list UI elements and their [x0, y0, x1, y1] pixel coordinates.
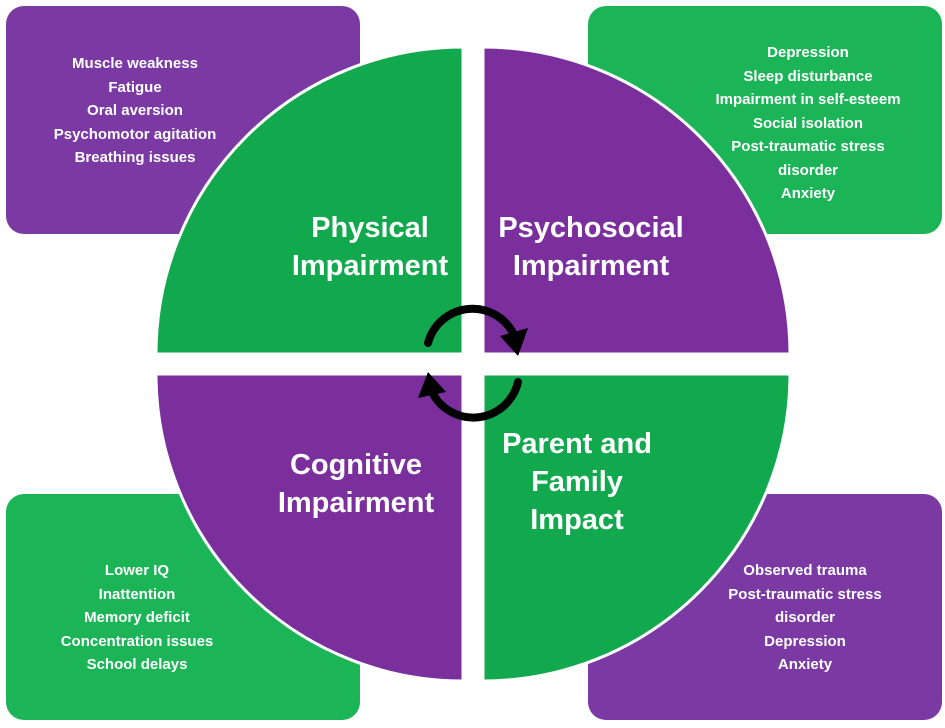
cycle-arrows-icon: [418, 304, 528, 422]
symptom-item: Social isolation: [752, 114, 864, 132]
quadrant-label-line: Impact: [530, 504, 624, 536]
symptom-item: disorder: [777, 161, 838, 179]
cognitive-quadrant: [154, 372, 465, 683]
quadrant-label-line: Impairment: [291, 250, 449, 282]
symptom-item: disorder: [774, 609, 835, 626]
quadrant-label-line: Family: [531, 466, 623, 498]
quadrant-label-line: Cognitive: [289, 449, 423, 481]
parent-family-impact-label: Parent and Family Impact: [457, 425, 697, 539]
symptom-item: Depression: [767, 44, 849, 61]
psychosocial-impairment-label: Psychosocial Impairment: [471, 209, 711, 285]
symptom-item: Lower IQ: [104, 562, 170, 579]
symptom-item: Breathing issues: [74, 149, 196, 166]
cognitive-impairment-label: Cognitive Impairment: [236, 446, 476, 522]
symptom-item: Fatigue: [108, 78, 162, 96]
symptom-item: Oral aversion: [87, 102, 183, 119]
symptom-item: Anxiety: [780, 185, 836, 202]
symptom-item: School delays: [86, 656, 188, 673]
quadrant-label-line: Impairment: [512, 250, 670, 282]
physical-impairment-label: Physical Impairment: [250, 209, 490, 285]
symptom-item: Anxiety: [777, 656, 833, 673]
quadrant-label-line: Physical: [311, 212, 429, 244]
symptom-item: Sleep disturbance: [743, 67, 873, 85]
symptom-item: Muscle weakness: [72, 55, 198, 72]
symptom-item: Post-traumatic stress: [731, 138, 885, 155]
symptom-item: Psychomotor agitation: [53, 125, 217, 143]
symptom-item: Concentration issues: [60, 632, 214, 650]
physical-quadrant: [154, 45, 465, 356]
quadrant-label-line: Parent and: [502, 428, 652, 460]
quadrant-label-line: Psychosocial: [498, 212, 684, 244]
family-quadrant: [481, 372, 792, 683]
quadrant-label-line: Impairment: [277, 487, 435, 519]
symptom-item: Inattention: [98, 585, 176, 603]
symptom-item: Observed trauma: [743, 562, 867, 579]
symptom-item: Impairment in self-esteem: [715, 91, 901, 108]
symptom-item: Post-traumatic stress: [728, 585, 882, 603]
symptom-item: Memory deficit: [84, 609, 190, 626]
symptom-item: Depression: [764, 632, 846, 650]
psychosocial-quadrant: [481, 45, 792, 356]
